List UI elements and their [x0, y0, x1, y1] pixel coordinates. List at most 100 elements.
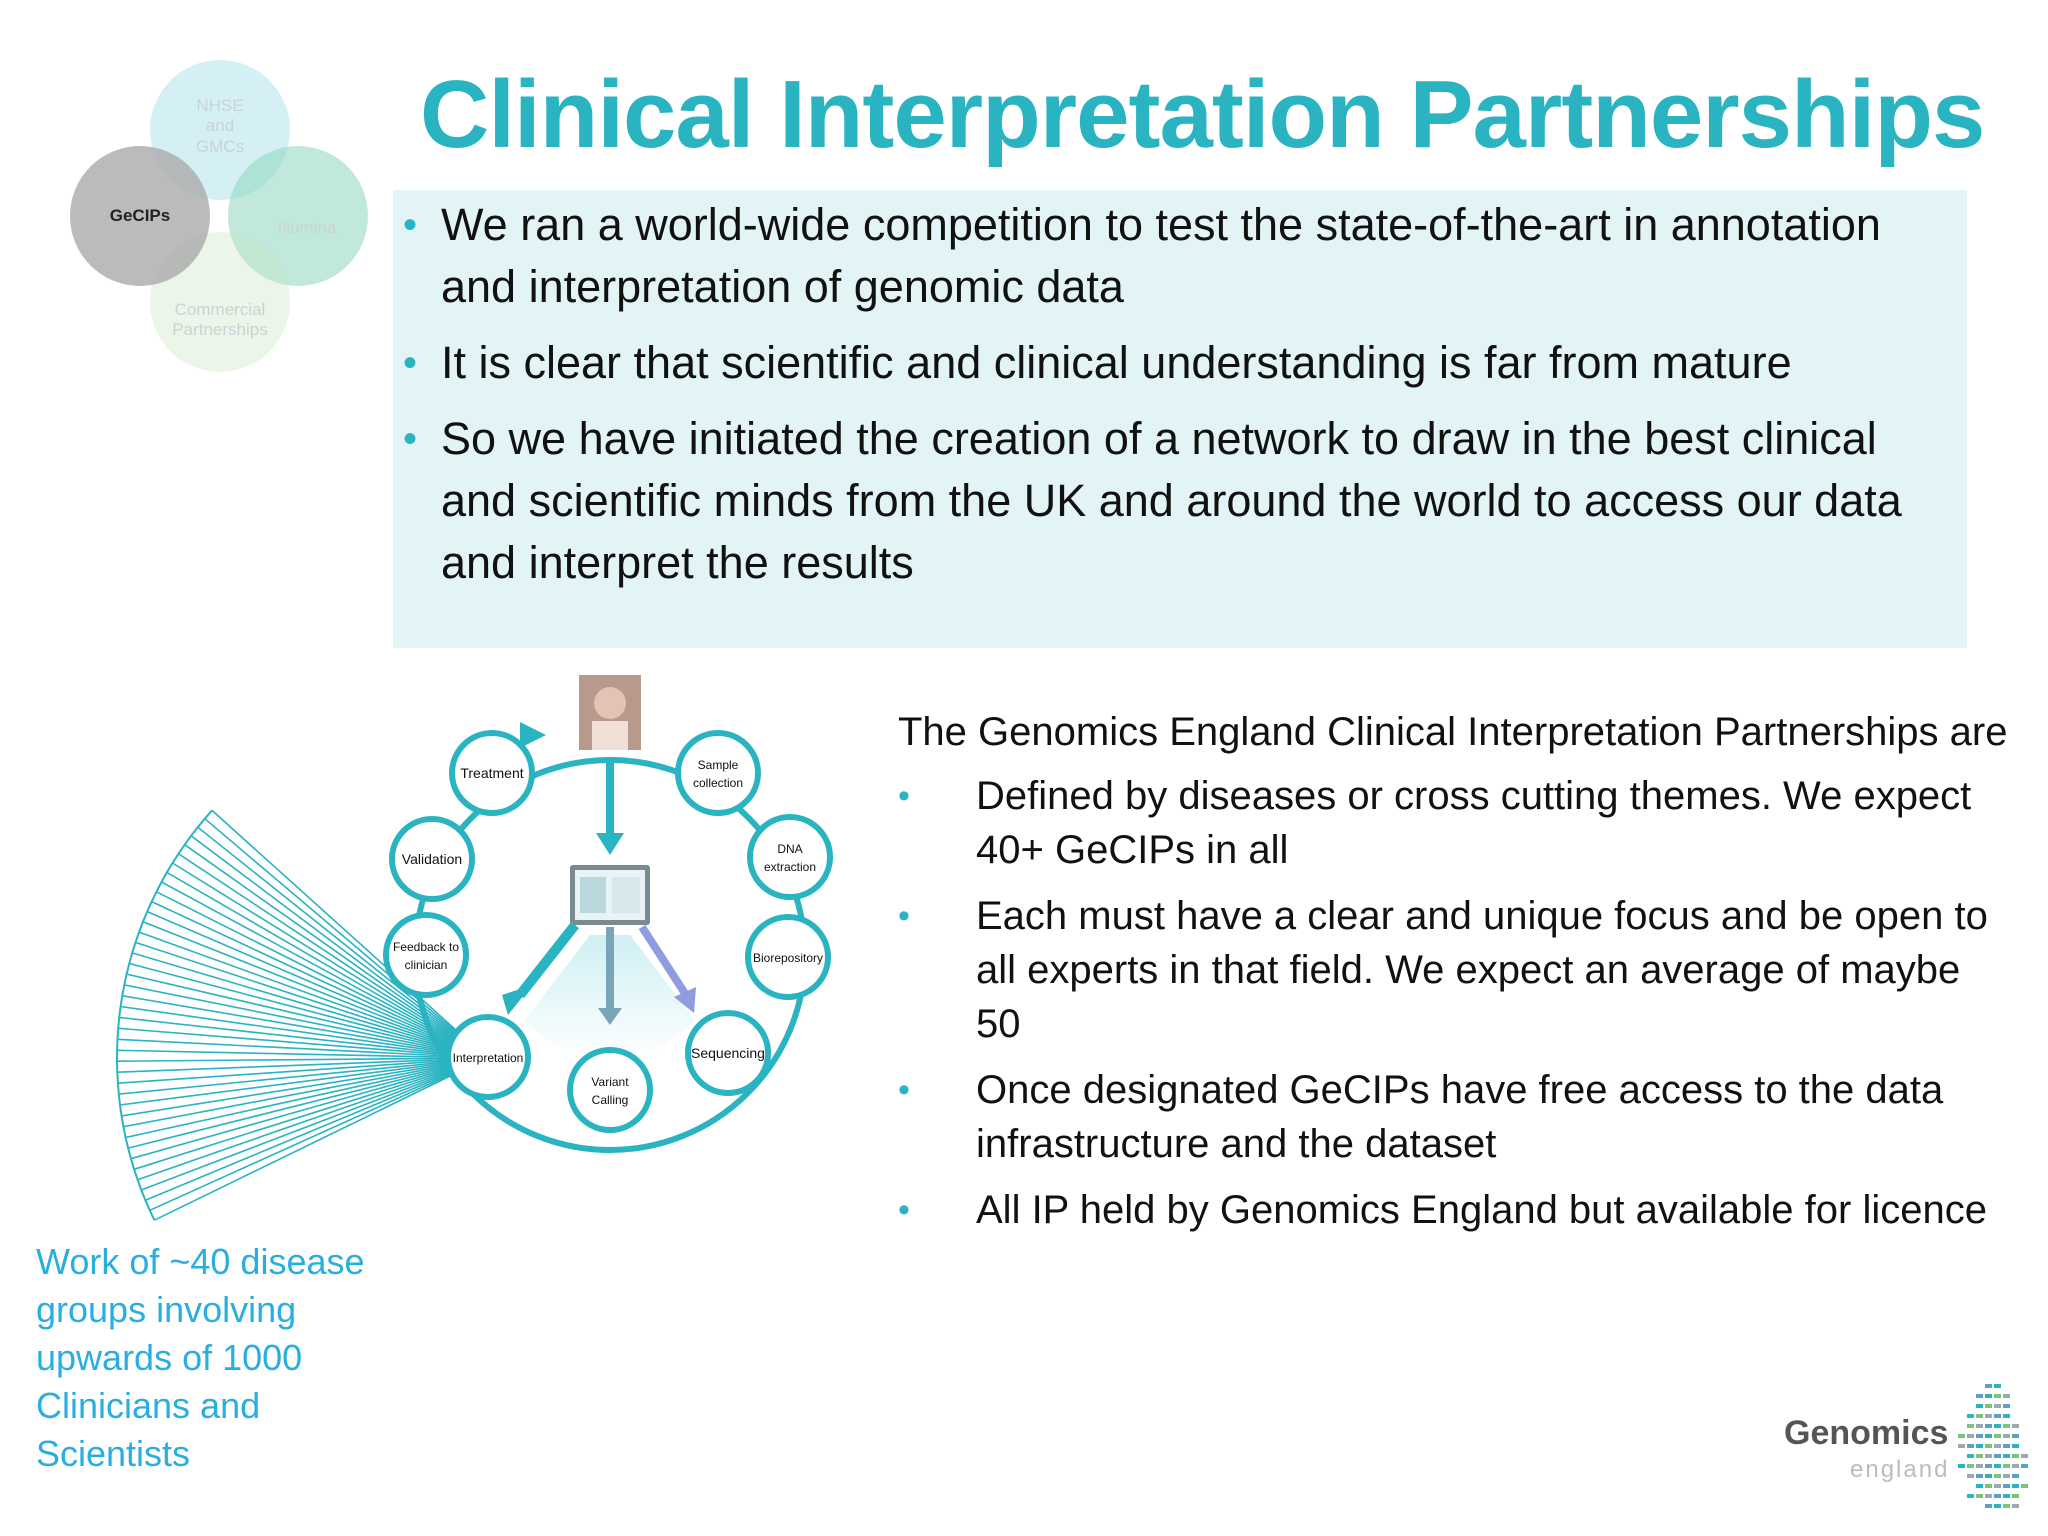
fan-line [172, 862, 488, 1059]
arrow-to-sequencing [638, 924, 690, 998]
venn-label-top: NHSE and GMCs [195, 96, 245, 156]
logo-dot [1976, 1424, 1983, 1428]
logo-dot [1985, 1404, 1992, 1408]
logo-dot [1994, 1474, 2001, 1478]
node-label: Feedback to [393, 940, 459, 954]
logo-dot [1985, 1494, 1992, 1498]
fan-line [121, 1057, 488, 1117]
logo-dot [2003, 1414, 2010, 1418]
fan-line [190, 835, 488, 1059]
venn-diagram: NHSE and GMCs GeCIPs Illumina Commercial… [60, 50, 390, 390]
fan-line [161, 881, 488, 1059]
logo-dot [2012, 1434, 2019, 1438]
logo-dot [2003, 1434, 2010, 1438]
node-label: Variant [591, 1075, 629, 1089]
logo-dot [1985, 1414, 1992, 1418]
fan-line [133, 1057, 488, 1171]
logo-dot [2003, 1484, 2010, 1488]
gecip-bullet: • Defined by diseases or cross cutting th… [898, 769, 2013, 877]
arrowhead-interpretation [502, 985, 532, 1015]
logo-dot [2003, 1404, 2010, 1408]
logo-dot [2003, 1444, 2010, 1448]
logo-dot [2012, 1444, 2019, 1448]
logo-dot [1994, 1434, 2001, 1438]
venn-label-right: Illumina [277, 218, 337, 237]
summary-bullet: • We ran a world-wide competition to tes… [403, 194, 1961, 318]
gecip-bullet-text: Defined by diseases or cross cutting the… [976, 774, 1972, 872]
logo-dot [1994, 1394, 2001, 1398]
venn-circle-left [70, 146, 210, 286]
logo-dot [1967, 1434, 1974, 1438]
logo-dot [2003, 1504, 2010, 1508]
fan-line [123, 1057, 488, 1128]
node-label: Biorepository [753, 951, 823, 965]
logo-dot [2012, 1494, 2019, 1498]
node-treatment: Treatment [449, 730, 535, 816]
logo-word-genomics: Genomics [1784, 1414, 1949, 1452]
logo-dot [1994, 1484, 2001, 1488]
logo-dot [1985, 1394, 1992, 1398]
logo-dot [1985, 1384, 1992, 1388]
logo-dot [1967, 1474, 1974, 1478]
logo-dot [2021, 1464, 2028, 1468]
logo-dot [1985, 1454, 1992, 1458]
logo-word-england: england [1850, 1456, 1950, 1483]
fan-line [145, 1057, 488, 1201]
logo-dot [1976, 1464, 1983, 1468]
bullet-dot: • [898, 777, 910, 815]
node-label: Treatment [460, 765, 523, 781]
logo-dot [2003, 1494, 2010, 1498]
logo-dot [1976, 1444, 1983, 1448]
gecip-bullet-text: Once designated GeCIPs have free access … [976, 1068, 1944, 1166]
logo-map-icon [1958, 1384, 2028, 1508]
node-label: clinician [405, 958, 448, 972]
node-biorepository: Biorepository [745, 914, 831, 1000]
fan-line [122, 994, 488, 1059]
genomics-england-logo: Genomics england [1770, 1380, 2030, 1520]
logo-dot [2003, 1394, 2010, 1398]
summary-bullet-text: It is clear that scientific and clinical… [441, 337, 1792, 388]
arrow-to-interpretation [516, 921, 579, 999]
node-validation: Validation [389, 816, 475, 902]
logo-dot [1985, 1444, 1992, 1448]
summary-bullet: • It is clear that scientific and clinic… [403, 332, 1961, 394]
summary-box: • We ran a world-wide competition to tes… [393, 190, 1967, 648]
fan-line [125, 1057, 488, 1139]
node-feedback-to-clinician: Feedback to clinician [383, 912, 469, 998]
node-label: Interpretation [453, 1051, 524, 1065]
logo-dot [1958, 1434, 1965, 1438]
logo-dot [2012, 1464, 2019, 1468]
bullet-dot: • [403, 203, 418, 247]
logo-dot [1994, 1424, 2001, 1428]
node-label: extraction [764, 860, 816, 874]
fan-outline [115, 809, 213, 1221]
logo-dot [1994, 1404, 2001, 1408]
fan-line [204, 818, 488, 1059]
logo-dot [2012, 1474, 2019, 1478]
logo-dot [1958, 1464, 1965, 1468]
gecip-bullet-text: Each must have a clear and unique focus … [976, 894, 1988, 1046]
node-label: Calling [592, 1093, 629, 1107]
fan-line [149, 1057, 488, 1212]
logo-dot [2003, 1464, 2010, 1468]
bullet-dot: • [898, 1191, 910, 1229]
gecip-bullet: •Once designated GeCIPs have free access… [898, 1063, 2013, 1171]
fan-line [119, 1057, 488, 1106]
logo-dot [1985, 1464, 1992, 1468]
gecip-intro: The Genomics England Clinical Interpreta… [898, 710, 2008, 754]
logo-dot [1967, 1494, 1974, 1498]
fan-line [154, 1057, 488, 1221]
node-label: Sample [698, 758, 739, 772]
fan-line [184, 844, 488, 1059]
fan-line [141, 1057, 488, 1191]
fan-line [118, 1057, 488, 1095]
cycle-top-arrowhead [520, 722, 546, 748]
logo-dot [2003, 1474, 2010, 1478]
logo-dot [1967, 1414, 1974, 1418]
arrowhead-down [596, 833, 624, 855]
logo-dot [1967, 1454, 1974, 1458]
